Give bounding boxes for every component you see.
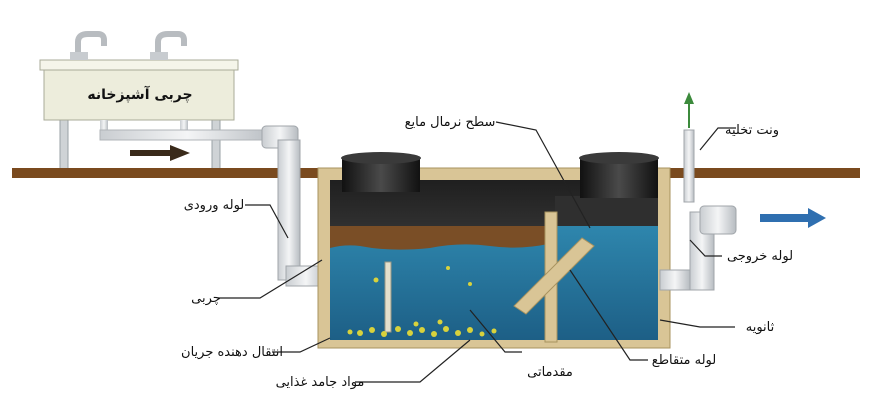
kitchen-sink xyxy=(39,31,276,171)
inlet-pipe-label: لوله ورودی xyxy=(184,198,245,213)
cross-pipe-label: لوله متقاطع xyxy=(652,353,716,368)
grease-label: چربی xyxy=(191,291,221,306)
secondary-label: ثانویه xyxy=(746,320,775,335)
normal-liquid-level-label: سطح نرمال مایع xyxy=(405,115,496,130)
vent-pipe xyxy=(683,92,695,203)
vent-label: ونت تخلیه xyxy=(725,123,779,138)
outlet-pipe-label: لوله خروجی xyxy=(727,249,793,264)
food-solids-label: مواد جامد غذایی xyxy=(276,375,365,390)
outlet-pipe xyxy=(659,205,737,291)
flow-transfer-label: انتقال دهنده جریان xyxy=(181,345,283,360)
kitchen-sink-label: چربی آشپزخانه xyxy=(87,85,192,103)
ground-surface xyxy=(12,168,860,178)
food-solids xyxy=(347,266,497,337)
primary-label: مقدماتی xyxy=(527,365,573,380)
inlet-flow-arrow xyxy=(130,145,190,161)
tank xyxy=(317,152,671,349)
outlet-flow-arrow xyxy=(760,208,826,228)
inlet-pipe xyxy=(261,125,327,287)
leader-lines xyxy=(218,121,736,383)
